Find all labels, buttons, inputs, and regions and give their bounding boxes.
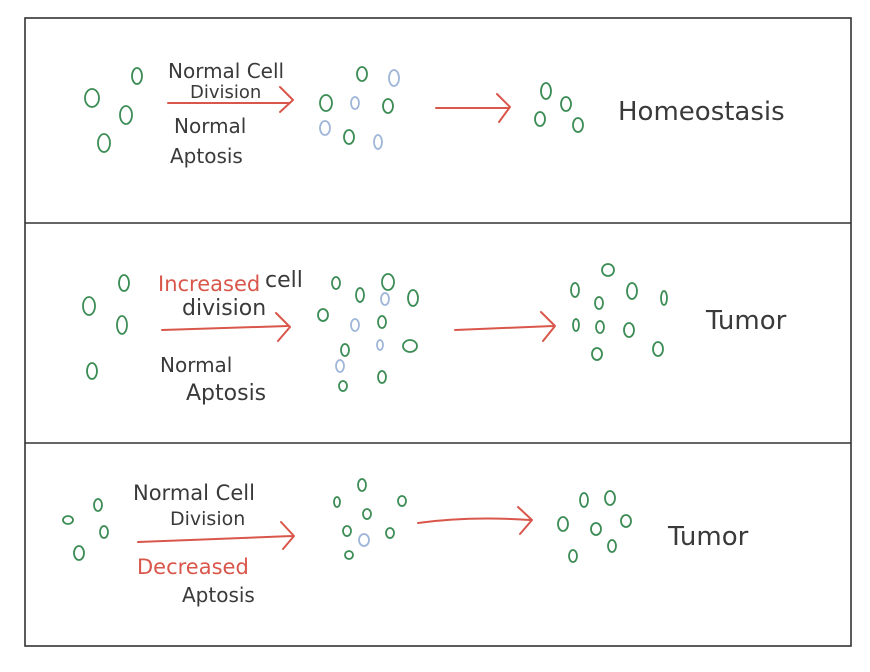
apoptosis-modifier-label: Decreased <box>137 555 249 579</box>
panel-homeostasis: Normal Cell Division Normal Aptosis Home… <box>84 59 785 168</box>
result-arrow <box>454 311 556 342</box>
apoptosis-label-line2: Aptosis <box>182 583 255 607</box>
panel-decreased-apoptosis: Normal Cell Division Decreased Aptosis T… <box>62 478 749 607</box>
outcome-label: Tumor <box>705 306 787 336</box>
result-cells <box>534 82 584 133</box>
outcome-label: Tumor <box>667 522 749 552</box>
dividing-cells <box>317 273 419 392</box>
dividing-cells <box>319 66 400 150</box>
division-label-line1: Normal Cell <box>168 59 284 83</box>
initial-cells <box>82 274 130 380</box>
division-label-line2: Division <box>190 82 261 103</box>
result-cells <box>557 490 632 563</box>
apoptosis-label-line2: Aptosis <box>186 381 266 406</box>
diagram-frame <box>24 17 852 647</box>
initial-cells <box>62 498 109 561</box>
division-arrow <box>161 312 291 342</box>
result-cells <box>570 263 668 361</box>
division-modifier-label: Increased <box>158 272 260 296</box>
result-arrow <box>435 93 511 123</box>
result-arrow <box>417 506 533 535</box>
division-arrow <box>137 521 295 550</box>
division-arrow <box>167 86 294 113</box>
outcome-label: Homeostasis <box>618 97 785 127</box>
apoptosis-label-line2: Aptosis <box>170 144 243 168</box>
apoptosis-label-line1: Normal <box>160 353 232 377</box>
division-label-line2: Division <box>170 508 245 530</box>
division-label-line2: division <box>182 296 266 321</box>
initial-cells <box>84 67 143 153</box>
division-label-line1: cell <box>265 268 303 293</box>
apoptosis-label-line1: Normal <box>174 114 246 138</box>
division-label-line1: Normal Cell <box>133 481 255 505</box>
dividing-cells <box>333 478 407 560</box>
panel-increased-division: Increased cell division Normal Aptosis <box>82 263 787 406</box>
